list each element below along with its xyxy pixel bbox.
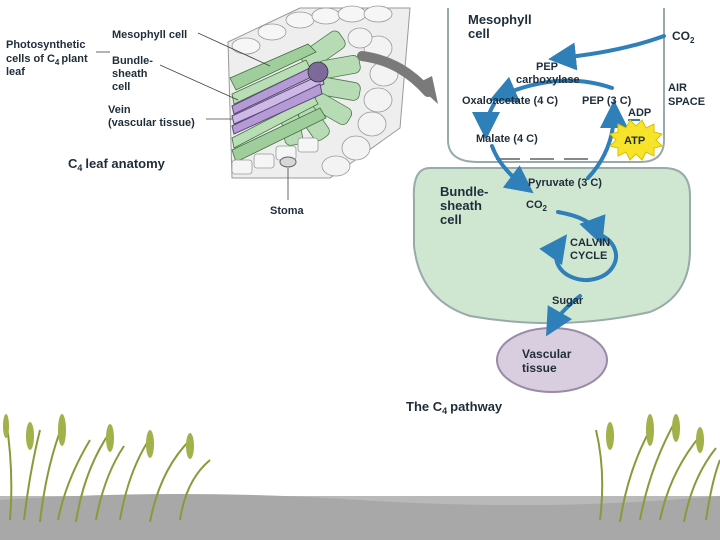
label-stoma: Stoma [270,205,305,217]
label-bundle: Bundle- [440,184,488,199]
label-atp: ATP [624,135,645,147]
calvin-cycle-ring [539,232,618,282]
label-adp: ADP [628,107,651,119]
arrow-co2-in [548,34,666,71]
label-photosynthetic-line3: leaf [6,66,25,78]
arrow-co2-to-calvin [556,210,606,246]
leaf-anatomy-illustration [96,5,438,200]
grass-decoration [0,414,720,540]
arrow-sugar-to-vascular [546,294,582,337]
c4-pathway-diagram [412,8,691,393]
arrow-pep-to-oxaloacetate [488,76,614,103]
atp-starburst [609,119,663,161]
label-bundle-line2: sheath [112,68,148,80]
label-pyruvate: Pyruvate (3 C) [528,177,602,189]
arrow-malate-down [490,144,534,194]
label-mesophyll-cell: Mesophyll cell [112,29,187,41]
label-sugar: Sugar [552,295,584,307]
label-bundle-line3: cell [112,81,130,93]
label-space: SPACE [668,96,705,108]
label-pep-carboxylase: carboxylase [516,74,580,86]
label-vascular: Vascular [522,347,572,361]
label-bundle-line1: Bundle- [112,55,153,67]
label-mesophyll-cell-word: cell [468,26,490,41]
label-co2-bundle: CO2 [526,199,548,213]
label-sheath: sheath [440,198,482,213]
label-photosynthetic-line1: Photosynthetic [6,39,85,51]
label-air: AIR [668,82,687,94]
label-pep-3c: PEP (3 C) [582,95,632,107]
label-cycle: CYCLE [570,250,607,262]
label-oxaloacetate: Oxaloacetate (4 C) [462,95,558,107]
label-vascular-tissue-word: tissue [522,361,557,375]
label-vein: Vein [108,104,131,116]
arrow-pyruvate-up [586,100,628,180]
label-malate: Malate (4 C) [476,133,538,145]
label-pep-enzyme: PEP [536,61,558,73]
label-co2-top: CO2 [672,29,695,45]
label-mesophyll: Mesophyll [468,12,532,27]
label-bundle-cell: cell [440,212,462,227]
label-calvin: CALVIN [570,237,610,249]
label-vascular-tissue: (vascular tissue) [108,117,195,129]
arrow-oxaloacetate-to-malate [472,102,501,140]
